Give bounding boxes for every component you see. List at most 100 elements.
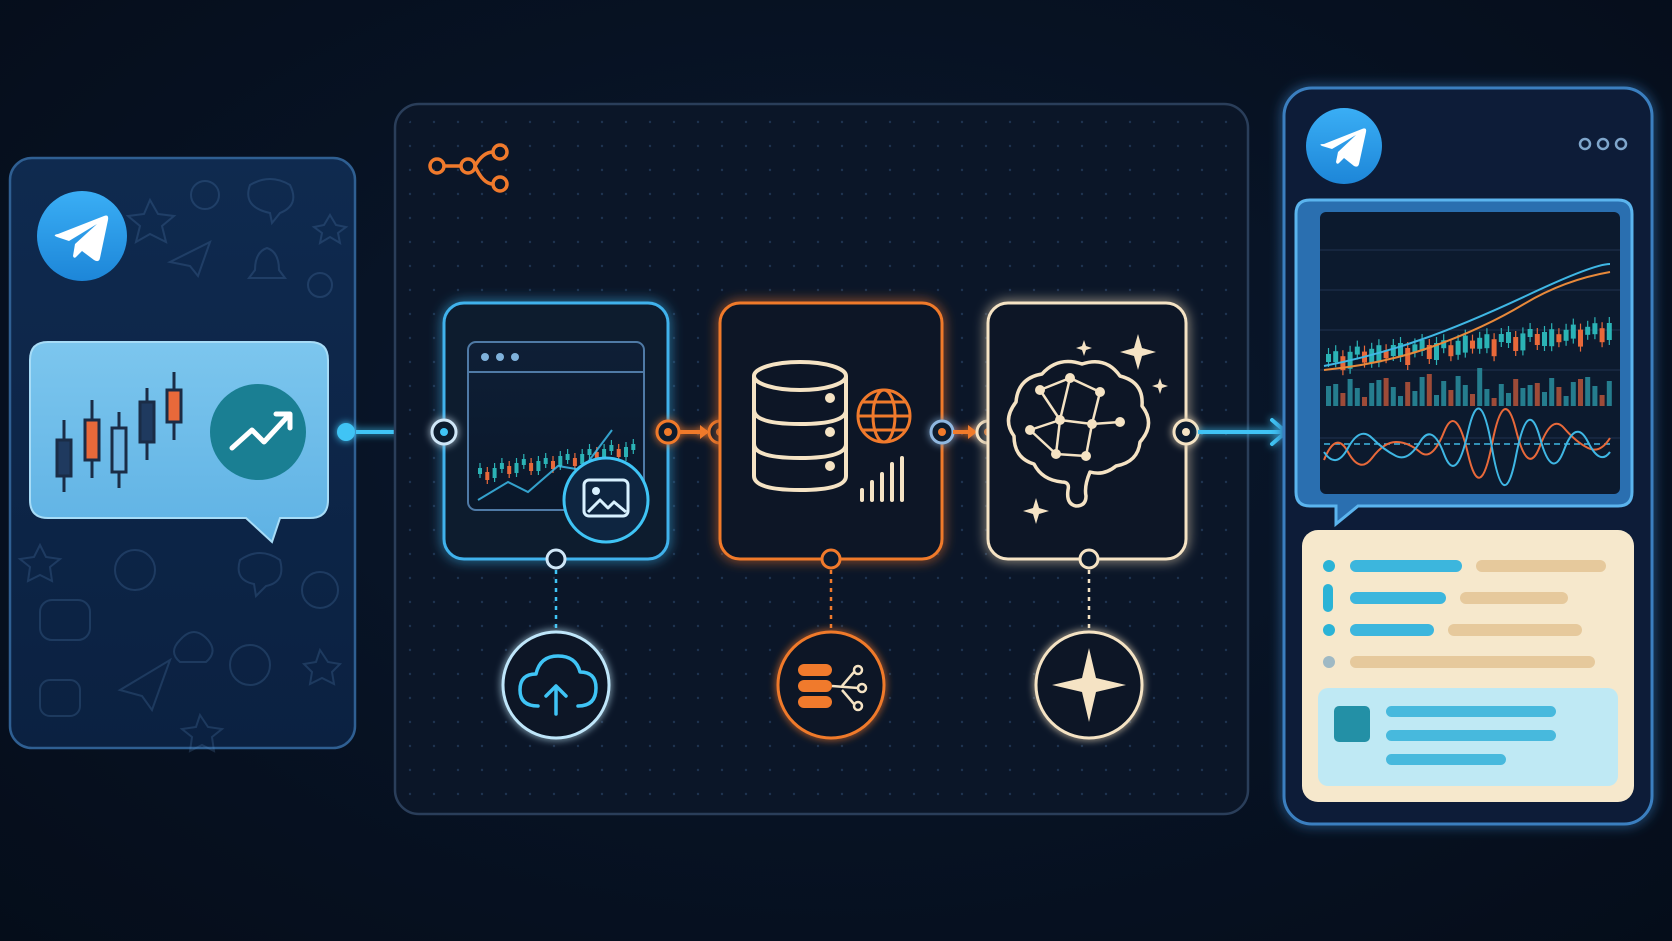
candle-body bbox=[1599, 328, 1605, 343]
volume-bar bbox=[1606, 381, 1612, 406]
mini-candle-body bbox=[478, 468, 482, 474]
mini-candle-body bbox=[602, 449, 607, 459]
volume-bar bbox=[1592, 386, 1598, 406]
volume-bar bbox=[1563, 396, 1569, 406]
candle-body bbox=[1520, 333, 1526, 351]
database-icon bbox=[752, 360, 848, 493]
candle-body bbox=[1462, 335, 1468, 353]
volume-bar bbox=[1477, 368, 1483, 406]
subnode-database-network[interactable] bbox=[776, 548, 886, 740]
volume-bar bbox=[1549, 378, 1555, 406]
volume-bar bbox=[1426, 374, 1432, 406]
volume-bar bbox=[1470, 394, 1475, 406]
mini-candle-body bbox=[609, 445, 614, 451]
mini-candle-body bbox=[492, 468, 497, 478]
mini-candle-body bbox=[507, 466, 512, 474]
candle-body bbox=[1506, 332, 1511, 343]
volume-bar bbox=[1599, 395, 1605, 406]
volume-bar bbox=[1448, 390, 1454, 406]
volume-bar bbox=[1498, 384, 1504, 406]
database-network-icon bbox=[798, 664, 868, 712]
volume-bar bbox=[1578, 379, 1583, 406]
mini-candle-body bbox=[624, 447, 628, 457]
globe-icon bbox=[856, 388, 912, 444]
candle-body bbox=[1405, 348, 1411, 365]
mini-candle-body bbox=[580, 454, 585, 464]
mini-candle-body bbox=[521, 459, 526, 465]
text-lines-icon bbox=[1323, 560, 1606, 668]
candle-body bbox=[1398, 343, 1403, 357]
candle-body bbox=[1470, 340, 1475, 349]
more-dots-icon[interactable] bbox=[1578, 137, 1628, 151]
candle-body bbox=[1513, 337, 1519, 351]
port-node3-out bbox=[1172, 418, 1200, 446]
candlestick-icon bbox=[55, 372, 183, 492]
telegram-output-panel bbox=[1282, 86, 1654, 826]
volume-bar bbox=[1484, 389, 1490, 406]
candle-body bbox=[1484, 334, 1490, 349]
mini-candle-body bbox=[594, 452, 599, 460]
telegram-input-panel bbox=[8, 156, 357, 753]
candle-body bbox=[1383, 350, 1389, 359]
volume-bar bbox=[1326, 386, 1331, 406]
candle-body bbox=[1498, 334, 1504, 342]
volume-bar bbox=[1354, 388, 1360, 406]
volume-bar bbox=[1383, 378, 1389, 406]
volume-bar bbox=[1390, 387, 1396, 406]
chart-window-icon bbox=[467, 341, 650, 544]
mini-candle-body bbox=[587, 449, 592, 455]
candle-body bbox=[1354, 346, 1360, 355]
subnode-compass-star[interactable] bbox=[1034, 548, 1144, 740]
volume-bar bbox=[1398, 396, 1403, 406]
volume-bar bbox=[1405, 382, 1411, 406]
sparkle-icon bbox=[1023, 334, 1168, 524]
candle-body bbox=[1455, 340, 1461, 355]
brain-network-icon bbox=[1006, 359, 1151, 508]
subnode-cloud-upload[interactable] bbox=[501, 548, 611, 740]
candle-body bbox=[1434, 343, 1439, 360]
candle-body bbox=[1542, 332, 1547, 346]
mini-candle-body bbox=[551, 461, 555, 469]
volume-bar bbox=[1369, 383, 1375, 406]
doodle-pattern bbox=[17, 178, 349, 753]
candle-body bbox=[1340, 356, 1346, 371]
image-icon bbox=[562, 456, 650, 544]
signal-bars-icon bbox=[860, 456, 904, 502]
mini-candle-body bbox=[631, 444, 636, 450]
volume-bar bbox=[1462, 385, 1468, 406]
ai-brain-node[interactable] bbox=[986, 301, 1188, 561]
chat-bubble bbox=[29, 341, 329, 544]
telegram-logo-icon bbox=[1306, 108, 1382, 184]
port-node1-in bbox=[430, 418, 458, 446]
mini-candle-body bbox=[572, 458, 577, 466]
highlight-box bbox=[1318, 688, 1618, 786]
volume-bar bbox=[1542, 392, 1547, 406]
candle-body bbox=[1534, 334, 1540, 345]
candlestick-chart-icon bbox=[1294, 198, 1634, 528]
volume-bar bbox=[1513, 379, 1519, 406]
cloud-upload-icon bbox=[518, 654, 598, 716]
mini-candle-body bbox=[536, 461, 541, 471]
volume-bar bbox=[1376, 380, 1382, 406]
telegram-logo-icon bbox=[37, 191, 127, 281]
candle-body bbox=[1592, 323, 1598, 335]
volume-bar bbox=[1527, 385, 1533, 406]
volume-bar bbox=[1434, 395, 1439, 406]
candle-body bbox=[1491, 339, 1497, 357]
candle-body bbox=[1426, 345, 1432, 359]
candle-body bbox=[1527, 329, 1533, 337]
mini-candle-body bbox=[616, 449, 621, 457]
volume-bar bbox=[1455, 376, 1461, 406]
mini-candle-body bbox=[514, 463, 519, 473]
candle-body bbox=[1448, 345, 1454, 357]
volume-bar bbox=[1520, 388, 1526, 406]
candle-body bbox=[1570, 324, 1576, 339]
candle-body bbox=[1477, 337, 1483, 349]
n8n-workflow-logo-icon bbox=[428, 143, 509, 193]
mini-candle-body bbox=[543, 458, 548, 464]
candle-body bbox=[1390, 345, 1396, 356]
volume-bars bbox=[1326, 368, 1612, 406]
volume-bar bbox=[1347, 379, 1353, 406]
